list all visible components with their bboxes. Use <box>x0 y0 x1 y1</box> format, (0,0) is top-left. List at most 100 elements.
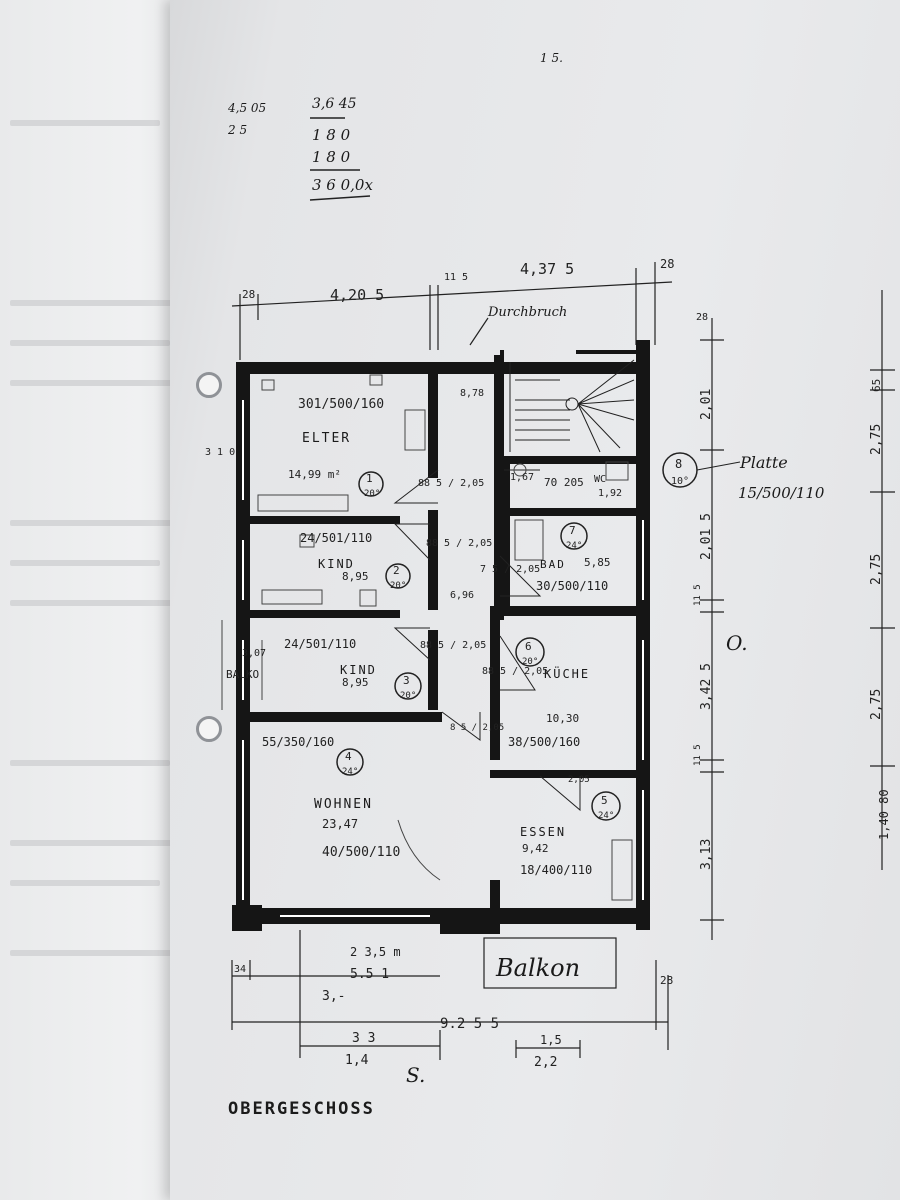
room-name: ELTER <box>302 431 351 446</box>
svg-text:1,40 80: 1,40 80 <box>877 789 891 840</box>
dim-label: 28 <box>242 288 255 301</box>
svg-text:2 3,5 m: 2 3,5 m <box>350 945 401 959</box>
svg-text:88 5 / 2,05: 88 5 / 2,05 <box>420 640 486 651</box>
room-name: ESSEN <box>520 825 566 839</box>
far-right-dimensions <box>870 290 895 870</box>
calc-note: 2 5 <box>227 123 247 137</box>
south-mark: S. <box>406 1063 425 1087</box>
room-window-spec: 301/500/160 <box>298 397 384 412</box>
svg-text:7 5 / 2,05: 7 5 / 2,05 <box>480 564 540 575</box>
room-window-spec: 30/500/110 <box>536 579 608 593</box>
svg-text:88 5 / 2,05: 88 5 / 2,05 <box>426 538 492 549</box>
room-window-spec: 18/400/110 <box>520 863 592 877</box>
room-window-spec: 24/501/110 <box>300 531 372 545</box>
mark-o: O. <box>726 631 748 655</box>
svg-text:3,13: 3,13 <box>699 839 714 870</box>
svg-text:2,75: 2,75 <box>869 689 884 720</box>
room-name: KÜCHE <box>544 665 590 681</box>
room-area: 5,85 <box>584 556 611 569</box>
room-name: KIND <box>318 557 355 571</box>
svg-text:2,75: 2,75 <box>869 424 884 455</box>
room-number-badge <box>515 637 545 667</box>
room-number: 5 <box>601 794 608 807</box>
dim-label: 4,20 5 <box>330 286 384 304</box>
platte-note: Platte <box>739 453 788 472</box>
balcony-label: Balkon <box>495 954 580 982</box>
svg-text:11 5: 11 5 <box>693 744 703 766</box>
svg-text:2,2: 2,2 <box>534 1055 557 1070</box>
margin-calculations: 4,5 05 2 5 3,6 45 1 8 0 1 8 0 3 6 0,0x 1… <box>205 51 563 458</box>
room-area: 1,92 <box>598 488 622 499</box>
svg-text:1,4: 1,4 <box>345 1053 369 1068</box>
stairs <box>509 359 635 453</box>
room-area: 14,99 m² <box>288 468 341 481</box>
room-number-badge <box>560 522 588 550</box>
room-number: 2 <box>393 564 400 577</box>
room-name: WOHNEN <box>314 797 373 812</box>
svg-text:3,07: 3,07 <box>242 648 266 659</box>
room-number: 1 <box>366 472 373 485</box>
room-area: 8,95 <box>342 570 369 583</box>
svg-text:2,01 5: 2,01 5 <box>699 513 714 560</box>
floor-plan-sheet <box>170 0 900 1200</box>
balko-label: BALKO <box>226 668 259 681</box>
corner-note: 1 5. <box>540 51 563 65</box>
svg-text:2,05: 2,05 <box>568 775 590 785</box>
svg-text:3,-: 3,- <box>322 989 345 1004</box>
room-temp: 20° <box>364 489 380 499</box>
svg-text:5.5 1: 5.5 1 <box>350 967 389 982</box>
room-name: WC <box>594 474 606 485</box>
room-area: 9,42 <box>522 842 549 855</box>
room-number-badge <box>358 471 384 497</box>
room-window-spec: 24/501/110 <box>284 637 356 651</box>
svg-text:8 5 / 2,05: 8 5 / 2,05 <box>450 723 504 733</box>
svg-text:1,67: 1,67 <box>510 472 534 483</box>
room-temp: 20° <box>400 691 416 701</box>
room-temp: 10° <box>671 476 689 487</box>
room-temp: 24° <box>598 811 614 821</box>
svg-text:3 3: 3 3 <box>352 1031 375 1046</box>
svg-text:9.2 5 5: 9.2 5 5 <box>440 1016 499 1032</box>
binder-ring <box>196 716 222 742</box>
side-note: 3 1 0 <box>205 447 235 458</box>
room-number: 3 <box>403 674 410 687</box>
dim-label: 4,37 5 <box>520 260 574 278</box>
right-dimensions <box>700 318 724 940</box>
calc-note: 1 8 0 <box>312 148 351 166</box>
room-number: 6 <box>525 640 532 653</box>
walls <box>232 340 650 934</box>
svg-text:28: 28 <box>660 974 673 987</box>
svg-text:88 5 / 2,05: 88 5 / 2,05 <box>418 478 484 489</box>
room-number: 7 <box>569 524 576 537</box>
calc-note: 4,5 05 <box>227 101 266 115</box>
furniture <box>221 374 633 901</box>
room-temp: 20° <box>390 581 406 591</box>
room-area: 8,95 <box>342 676 369 689</box>
calc-note: 3 6 0,0x <box>312 176 373 194</box>
room-window-spec: 38/500/160 <box>508 735 580 749</box>
room-temp: 24° <box>566 541 582 551</box>
room-temp: 20° <box>522 657 538 667</box>
room-number: 4 <box>345 750 352 763</box>
room-number-badge <box>385 563 411 589</box>
room-number: 8 <box>675 457 682 471</box>
room-name: KIND <box>340 663 377 677</box>
svg-text:65: 65 <box>870 379 883 392</box>
room-number-badge <box>591 791 621 821</box>
room-window-spec: 55/350/160 <box>262 735 334 749</box>
windows <box>242 400 644 917</box>
svg-text:88 5 / 2,05: 88 5 / 2,05 <box>482 666 548 677</box>
room-number-badge <box>336 748 364 776</box>
platte-spec: 15/500/110 <box>738 484 825 502</box>
svg-text:1,5: 1,5 <box>540 1033 562 1047</box>
room-area: 23,47 <box>322 817 358 831</box>
top-dimensions <box>231 262 673 360</box>
svg-text:34: 34 <box>234 964 246 975</box>
room-labels: 301/500/160 ELTER 14,99 m² 1 20° 24/501/… <box>262 397 698 877</box>
door-dimensions: 88 5 / 2,05 88 5 / 2,05 88 5 / 2,05 88 5… <box>226 388 590 785</box>
svg-text:3,42 5: 3,42 5 <box>699 663 714 710</box>
binder-ring <box>196 372 222 398</box>
bottom-dimensions <box>231 930 669 1060</box>
svg-text:8,78: 8,78 <box>460 388 484 399</box>
